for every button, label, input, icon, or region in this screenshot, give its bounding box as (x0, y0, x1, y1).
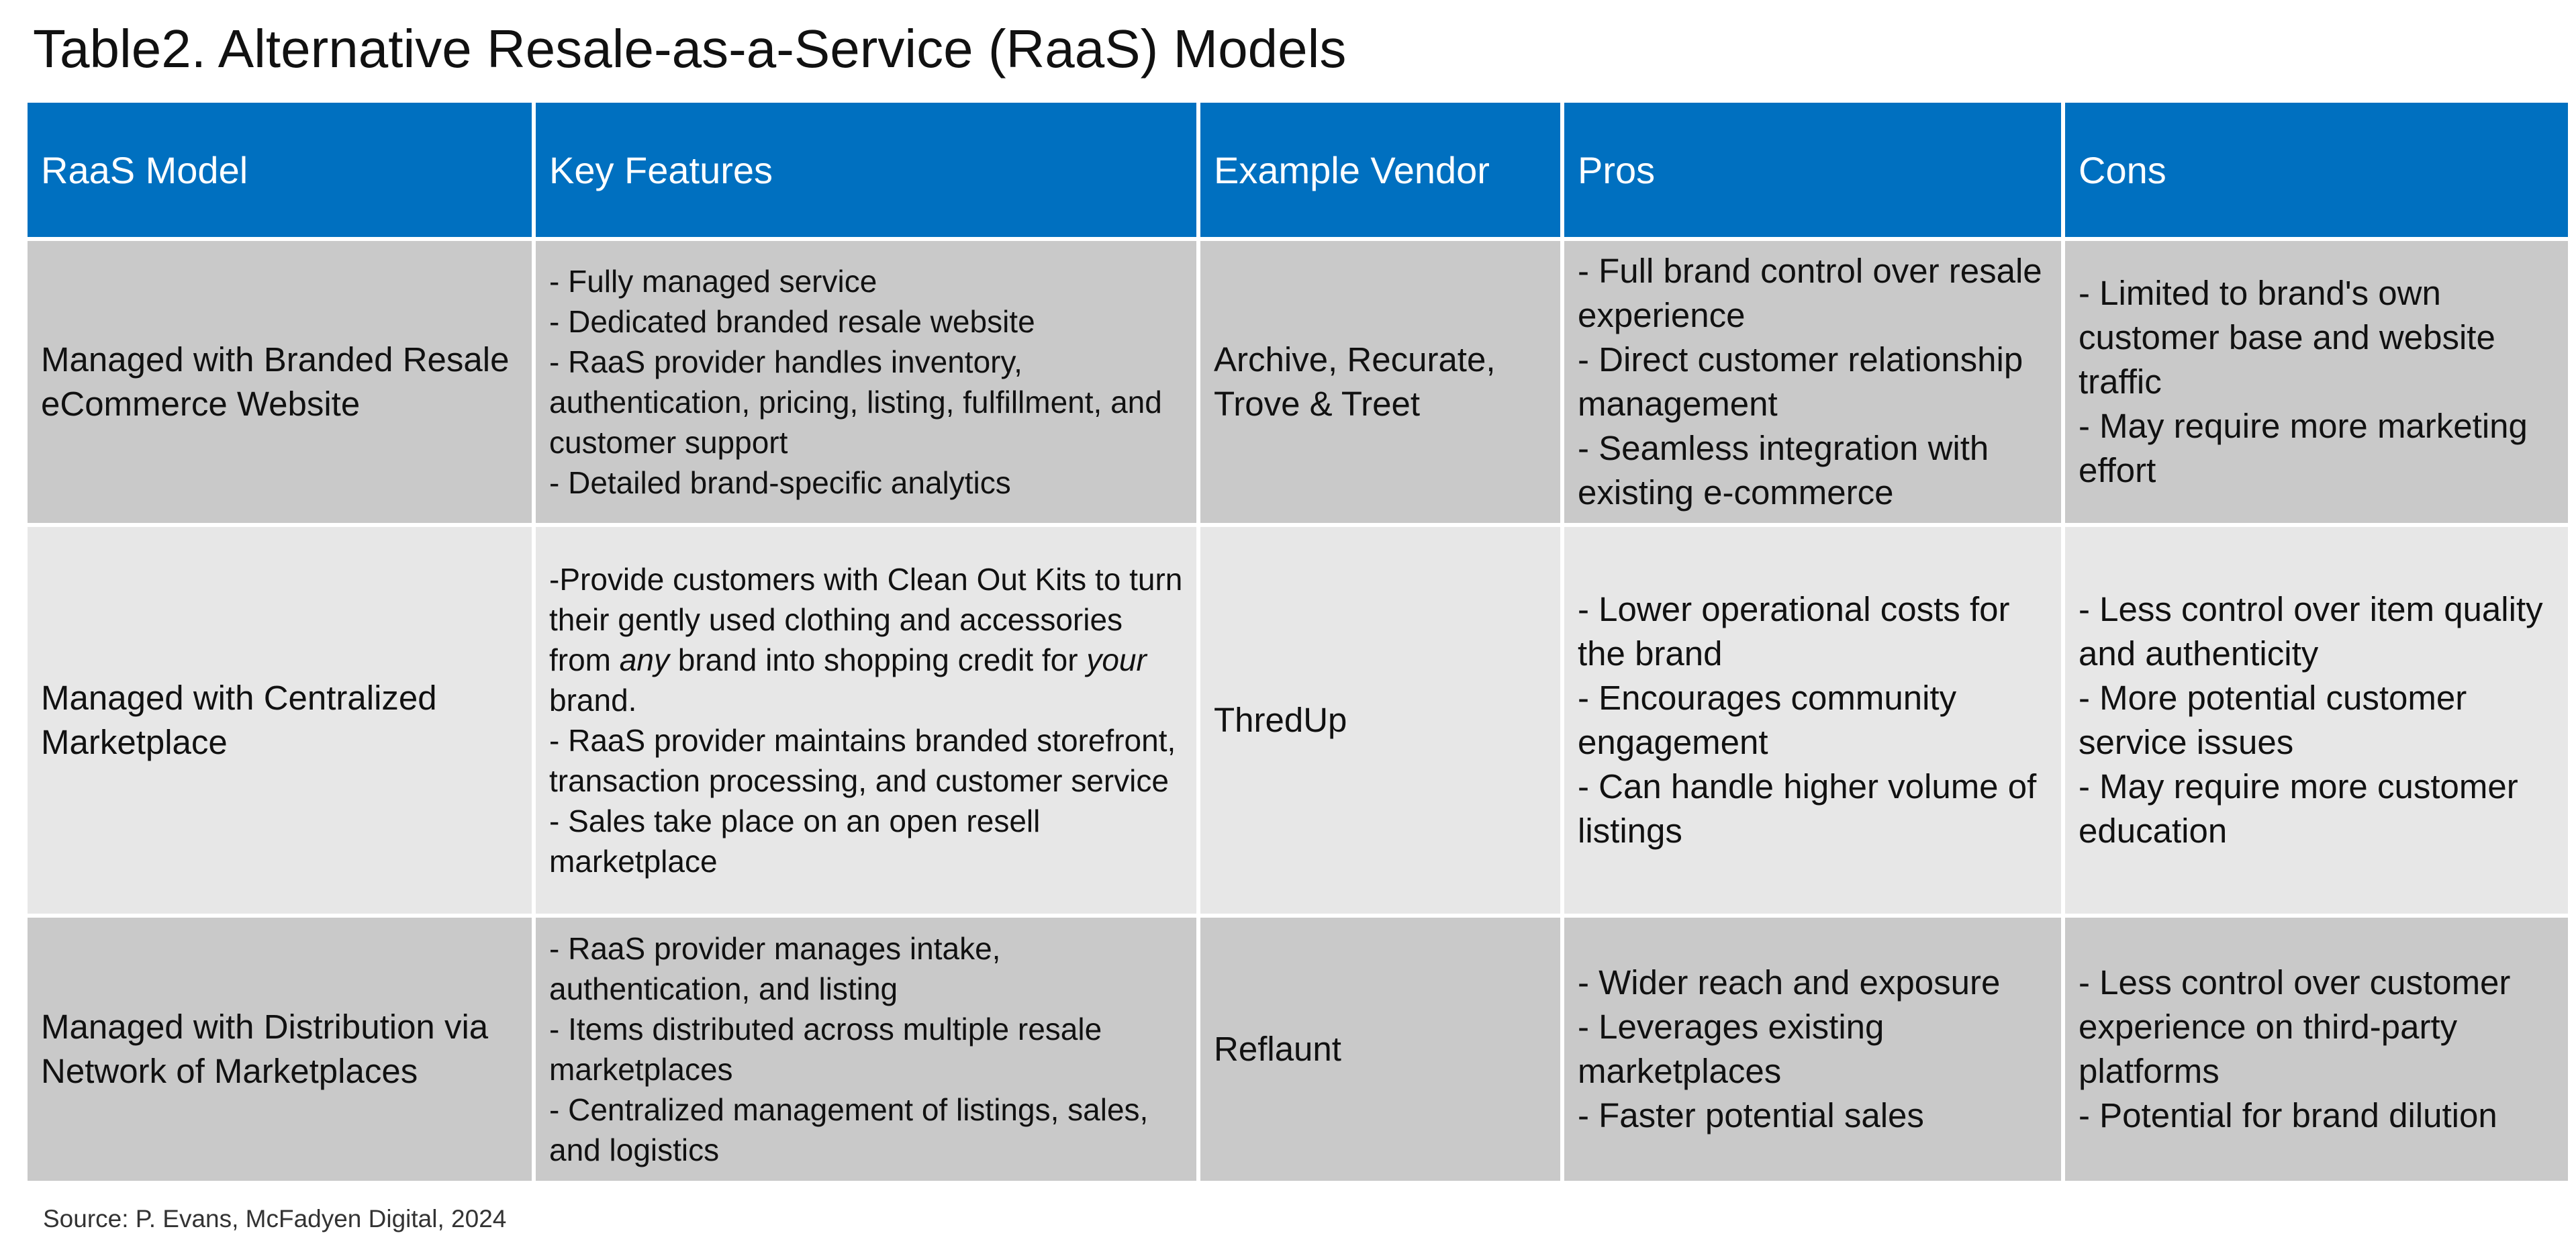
table-row: Managed with Centralized Marketplace -Pr… (23, 523, 2572, 918)
header-pros: Pros (1560, 99, 2065, 241)
cell-raas-model: Managed with Centralized Marketplace (23, 523, 536, 918)
pro-item: - Seamless integration with existing e-c… (1578, 429, 1989, 512)
pro-item: - Encourages community engagement (1578, 679, 1957, 761)
feature-item: -Provide customers with Clean Out Kits t… (549, 559, 1183, 720)
table-row: Managed with Branded Resale eCommerce We… (23, 237, 2572, 527)
cell-example-vendor: Reflaunt (1196, 914, 1564, 1185)
con-item: - Less control over item quality and aut… (2079, 590, 2543, 673)
con-item: - Limited to brand's own customer base a… (2079, 274, 2495, 401)
cell-example-vendor: ThredUp (1196, 523, 1564, 918)
header-cons: Cons (2061, 99, 2572, 241)
feature-text: brand into shopping credit for (669, 642, 1087, 677)
cell-cons: - Less control over item quality and aut… (2061, 523, 2572, 918)
pro-item: - Wider reach and exposure (1578, 963, 2001, 1002)
cell-cons: - Less control over customer experience … (2061, 914, 2572, 1185)
cell-pros: - Lower operational costs for the brand … (1560, 523, 2065, 918)
table-row: Managed with Distribution via Network of… (23, 914, 2572, 1185)
header-example-vendor: Example Vendor (1196, 99, 1564, 241)
cell-pros: - Full brand control over resale experie… (1560, 237, 2065, 527)
cell-pros: - Wider reach and exposure - Leverages e… (1560, 914, 2065, 1185)
pro-item: - Full brand control over resale experie… (1578, 252, 2042, 334)
cell-key-features: - Fully managed service - Dedicated bran… (532, 237, 1200, 527)
feature-emphasis: your (1086, 642, 1147, 677)
con-item: - May require more marketing effort (2079, 407, 2528, 489)
cell-raas-model: Managed with Branded Resale eCommerce We… (23, 237, 536, 527)
cell-cons: - Limited to brand's own customer base a… (2061, 237, 2572, 527)
con-item: - More potential customer service issues (2079, 679, 2467, 761)
pro-item: - Faster potential sales (1578, 1096, 1924, 1134)
feature-item: - Detailed brand-specific analytics (549, 465, 1011, 500)
feature-text: brand. (549, 683, 637, 718)
source-note: Source: P. Evans, McFadyen Digital, 2024 (43, 1205, 507, 1232)
con-item: - Potential for brand dilution (2079, 1096, 2497, 1134)
feature-item: - RaaS provider maintains branded storef… (549, 723, 1176, 798)
feature-text: -Provide customers with Clean Out Kits t… (549, 562, 1183, 677)
feature-item: - RaaS provider handles inventory, authe… (549, 344, 1162, 460)
table-header-row: RaaS Model Key Features Example Vendor P… (23, 99, 2572, 241)
con-item: - Less control over customer experience … (2079, 963, 2511, 1090)
feature-item: - RaaS provider manages intake, authenti… (549, 931, 1001, 1006)
feature-item: - Sales take place on an open resell mar… (549, 804, 1041, 879)
cell-example-vendor: Archive, Recurate, Trove & Treet (1196, 237, 1564, 527)
pro-item: - Direct customer relationship managemen… (1578, 340, 2023, 423)
con-item: - May require more customer education (2079, 767, 2518, 850)
cell-raas-model: Managed with Distribution via Network of… (23, 914, 536, 1185)
pro-item: - Can handle higher volume of listings (1578, 767, 2037, 850)
feature-item: - Fully managed service (549, 264, 877, 299)
feature-emphasis: any (619, 642, 669, 677)
table-title: Table2. Alternative Resale-as-a-Service … (33, 19, 1347, 79)
feature-item: - Items distributed across multiple resa… (549, 1012, 1102, 1087)
pro-item: - Lower operational costs for the brand (1578, 590, 2010, 673)
feature-item: - Dedicated branded resale website (549, 304, 1035, 339)
header-raas-model: RaaS Model (23, 99, 536, 241)
feature-item: - Centralized management of listings, sa… (549, 1092, 1149, 1167)
pro-item: - Leverages existing marketplaces (1578, 1008, 1885, 1090)
cell-key-features: - RaaS provider manages intake, authenti… (532, 914, 1200, 1185)
raas-models-table: RaaS Model Key Features Example Vendor P… (23, 99, 2572, 1185)
header-key-features: Key Features (532, 99, 1200, 241)
cell-key-features: -Provide customers with Clean Out Kits t… (532, 523, 1200, 918)
